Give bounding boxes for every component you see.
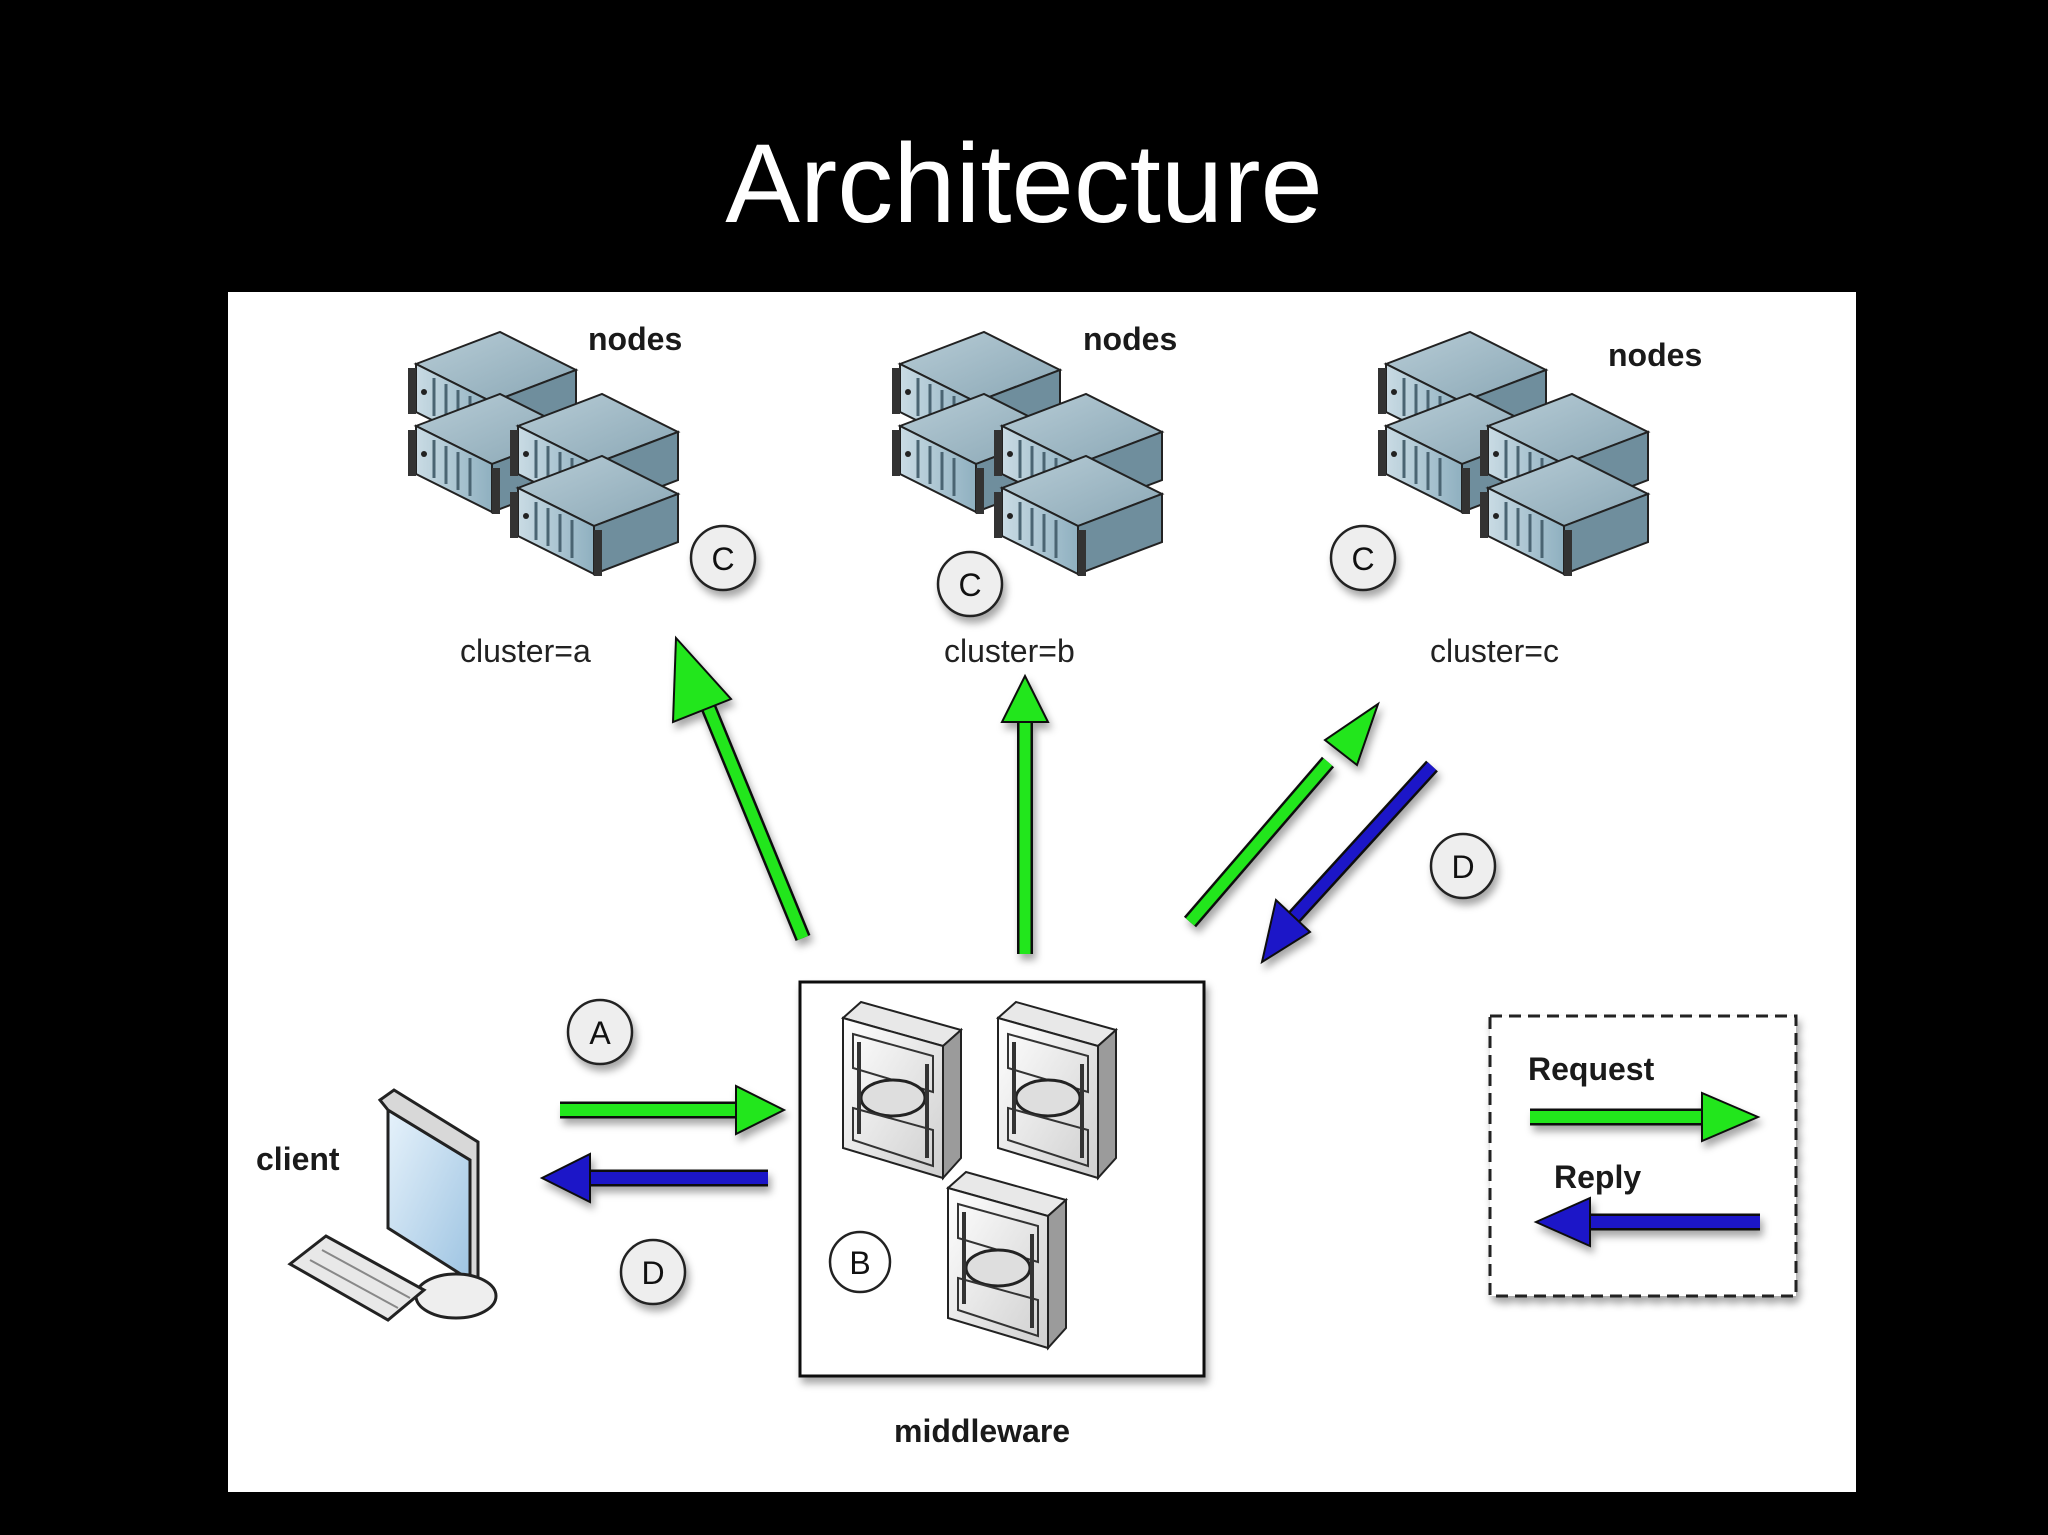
request-arrow-cluster-c bbox=[1183, 701, 1380, 928]
request-arrow-cluster-a bbox=[671, 635, 811, 942]
svg-text:C: C bbox=[711, 541, 734, 577]
legend-reply-arrow bbox=[1533, 1196, 1760, 1248]
middleware-label: middleware bbox=[894, 1413, 1070, 1449]
svg-text:A: A bbox=[589, 1015, 611, 1051]
cluster-b-badge: C bbox=[938, 552, 1002, 616]
cluster-b-label: cluster=b bbox=[944, 633, 1075, 669]
cluster-c-label: cluster=c bbox=[1430, 633, 1559, 669]
request-arrow-client bbox=[560, 1084, 787, 1136]
svg-text:C: C bbox=[958, 567, 981, 603]
svg-text:D: D bbox=[1451, 849, 1474, 885]
cluster-c-badge: C bbox=[1331, 526, 1395, 590]
cluster-c-nodes-label: nodes bbox=[1608, 337, 1702, 373]
client-computer bbox=[287, 1088, 498, 1322]
cluster-a-nodes-label: nodes bbox=[588, 321, 682, 357]
request-arrow-cluster-b bbox=[1000, 673, 1050, 954]
request-badge: A bbox=[568, 1000, 632, 1064]
client-label: client bbox=[256, 1141, 340, 1177]
cluster-a-label: cluster=a bbox=[460, 633, 591, 669]
legend-reply-label: Reply bbox=[1554, 1159, 1641, 1195]
cluster-a-badge: C bbox=[691, 526, 755, 590]
legend: Request Reply bbox=[1488, 1014, 1798, 1298]
middleware bbox=[798, 980, 1206, 1378]
cluster-b-nodes-label: nodes bbox=[1083, 321, 1177, 357]
reply-arrow-client bbox=[539, 1152, 768, 1204]
legend-request-arrow bbox=[1530, 1091, 1761, 1143]
diagram-panel: nodes cluster=a C nodes cluster=b C node… bbox=[228, 292, 1856, 1492]
svg-text:C: C bbox=[1351, 541, 1374, 577]
svg-text:B: B bbox=[849, 1245, 870, 1281]
legend-request-label: Request bbox=[1528, 1051, 1655, 1087]
middleware-badge: B bbox=[828, 1230, 892, 1294]
cluster-b bbox=[892, 332, 1162, 576]
slide-title: Architecture bbox=[725, 121, 1323, 246]
reply-client-badge: D bbox=[621, 1240, 685, 1304]
reply-cluster-badge: D bbox=[1431, 834, 1495, 898]
svg-text:D: D bbox=[641, 1255, 664, 1291]
cluster-a bbox=[408, 332, 678, 576]
reply-arrow-cluster-c bbox=[1260, 760, 1438, 965]
